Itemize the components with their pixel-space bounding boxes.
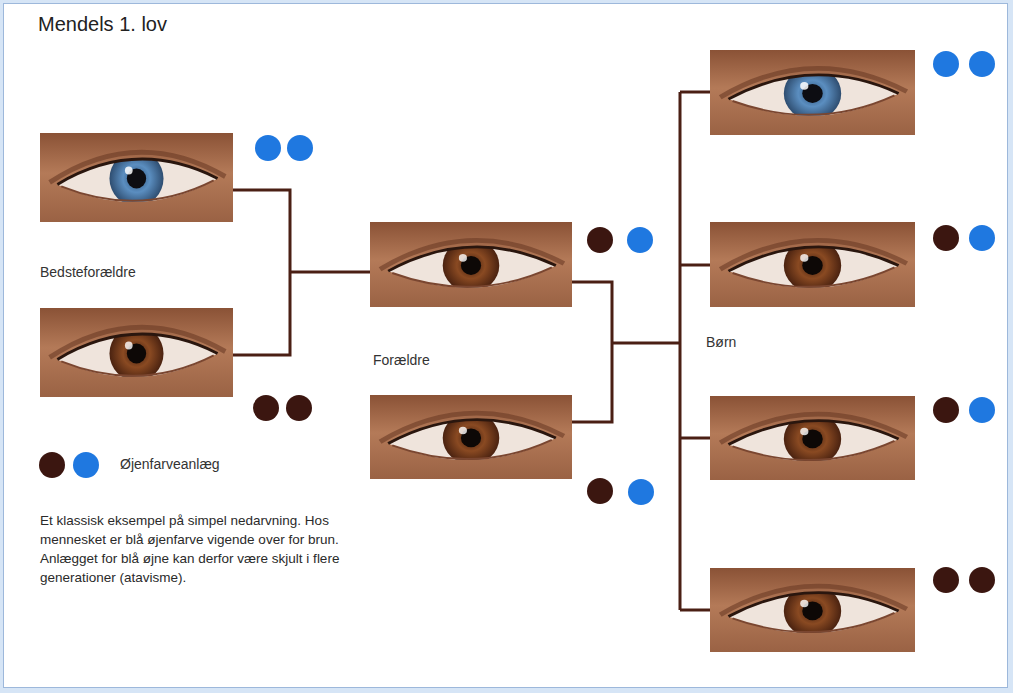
note-text: Et klassisk eksempel på simpel nedarvnin… bbox=[40, 511, 370, 587]
blue-allele bbox=[969, 397, 995, 423]
brown-allele bbox=[969, 567, 995, 593]
eye-photo bbox=[370, 395, 572, 479]
blue-allele bbox=[73, 452, 99, 478]
brown-allele bbox=[933, 397, 959, 423]
brown-allele bbox=[286, 395, 312, 421]
legend-sample bbox=[39, 452, 99, 478]
eye-photo bbox=[370, 222, 572, 307]
blue-allele bbox=[628, 479, 654, 505]
blue-allele bbox=[969, 51, 995, 77]
brown-allele bbox=[587, 227, 613, 253]
blue-allele bbox=[969, 225, 995, 251]
legend-text: Øjenfarveanlæg bbox=[120, 456, 220, 472]
allele-dots bbox=[253, 51, 995, 593]
child-line bbox=[680, 609, 710, 612]
generation-label: Forældre bbox=[373, 352, 430, 368]
eye-photo bbox=[710, 50, 915, 135]
eye-photo bbox=[710, 396, 915, 480]
brown-allele bbox=[253, 395, 279, 421]
generation-label: Børn bbox=[706, 334, 736, 350]
child-trunk bbox=[679, 92, 682, 610]
blue-allele bbox=[287, 135, 313, 161]
child-line bbox=[680, 437, 710, 440]
brown-allele bbox=[587, 478, 613, 504]
blue-allele bbox=[255, 135, 281, 161]
generation-label: Bedsteforældre bbox=[40, 264, 136, 280]
grandparent-line bbox=[290, 271, 370, 274]
grandparent-line bbox=[233, 190, 290, 355]
brown-allele bbox=[933, 567, 959, 593]
brown-allele bbox=[39, 452, 65, 478]
blue-allele bbox=[627, 227, 653, 253]
diagram-title: Mendels 1. lov bbox=[38, 13, 167, 36]
child-line bbox=[680, 91, 710, 94]
parent-line bbox=[572, 282, 612, 422]
eye-photo bbox=[40, 308, 233, 397]
eye-photo bbox=[710, 222, 915, 307]
blue-allele bbox=[933, 51, 959, 77]
eye-photo bbox=[710, 568, 915, 652]
brown-allele bbox=[933, 225, 959, 251]
parent-line bbox=[612, 342, 680, 345]
eye-photo bbox=[40, 133, 233, 222]
child-line bbox=[680, 264, 710, 267]
